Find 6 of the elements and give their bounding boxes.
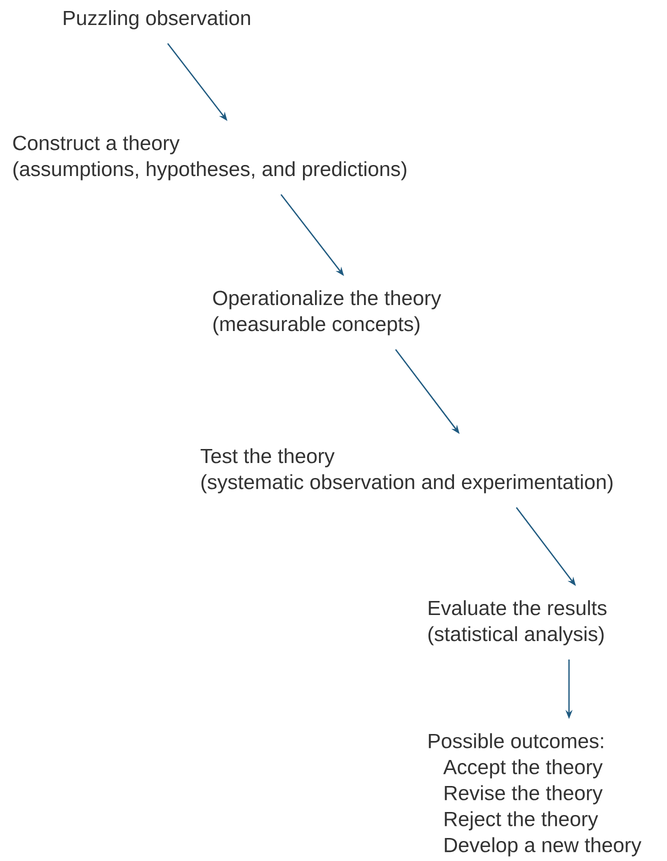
step-text: Possible outcomes: Accept the theory Revise the theory Reject the theory Develop a new theory <box>428 733 642 856</box>
step-text: Test the theory (systematic observation and experimentation) <box>200 448 612 494</box>
step-text: Evaluate the results (statistical analysis) <box>428 600 606 646</box>
step-text: Puzzling observation <box>64 10 250 30</box>
step-text: Operationalize the theory (measurable concepts) <box>213 290 442 336</box>
step-text: Construct a theory (assumptions, hypotheses, and predictions) <box>13 135 406 180</box>
